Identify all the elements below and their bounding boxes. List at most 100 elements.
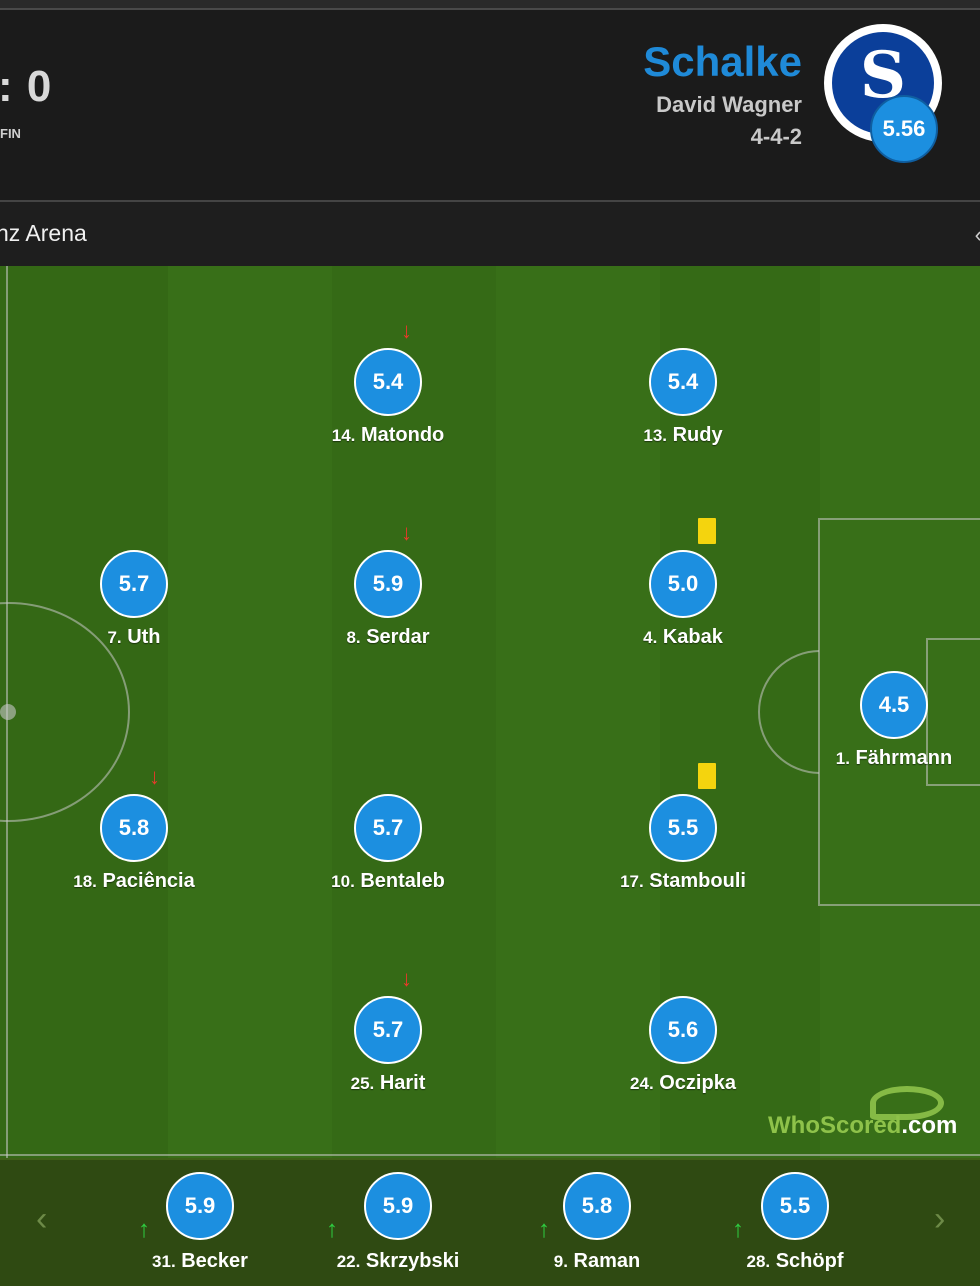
player-name-label: 24. Oczipka — [573, 1072, 793, 1095]
player-card[interactable]: 5.9 8. Serdar — [278, 550, 498, 660]
team-manager: David Wagner — [656, 92, 802, 117]
pitch-stripe — [168, 266, 332, 1158]
player-card[interactable]: 5.7 10. Bentaleb — [278, 794, 498, 904]
penalty-box — [818, 518, 980, 906]
top-border — [0, 0, 980, 10]
player-rating: 5.7 — [100, 550, 168, 618]
substitute-name: Raman — [573, 1250, 641, 1272]
team-formation: 4-4-2 — [750, 124, 802, 149]
next-arrow-icon[interactable]: › — [934, 1200, 946, 1238]
player-rating: 5.6 — [649, 996, 717, 1064]
substitute-rating: 5.9 — [166, 1172, 234, 1240]
player-number: 7. — [107, 628, 122, 647]
player-name-label: 4. Kabak — [573, 626, 793, 649]
player-name: Uth — [127, 626, 161, 648]
whoscored-logo-icon — [870, 1086, 944, 1120]
substitute-name: Becker — [181, 1250, 248, 1272]
match-header: : 0 FIN Schalke David Wagner 4-4-2 — [0, 10, 980, 200]
player-number: 24. — [630, 1074, 654, 1093]
venue-name: nz Arena — [0, 220, 87, 246]
prev-arrow-icon[interactable]: ‹ — [36, 1200, 48, 1238]
sub-on-arrow-icon: ↑ — [538, 1216, 550, 1243]
substitute-number: 22. — [336, 1252, 361, 1271]
substitutes-bench: ‹ › 5.9 31. Becker ↑ 5.9 22. Skrzybski ↑… — [0, 1158, 980, 1286]
substitute-card[interactable]: 5.9 31. Becker — [100, 1172, 300, 1282]
player-name-label: 14. Matondo — [278, 424, 498, 447]
player-rating: 5.8 — [100, 794, 168, 862]
player-rating: 5.4 — [649, 348, 717, 416]
player-rating: 5.5 — [649, 794, 717, 862]
substitute-rating: 5.9 — [364, 1172, 432, 1240]
pitch: 5.4 14. Matondo ↓ 5.4 13. Rudy 5.7 7. Ut… — [0, 266, 980, 1158]
team-rating-badge: 5.56 — [870, 95, 938, 163]
player-number: 25. — [350, 1074, 375, 1093]
player-name-label: 18. Paciência — [24, 870, 244, 893]
player-name-label: 1. Fährmann — [784, 747, 980, 770]
player-number: 13. — [643, 426, 668, 445]
player-card[interactable]: 5.5 17. Stambouli — [573, 794, 793, 904]
substitute-name-label: 28. Schöpf — [695, 1250, 895, 1273]
player-name-label: 17. Stambouli — [573, 870, 793, 893]
player-number: 4. — [643, 628, 658, 647]
player-name: Harit — [379, 1072, 426, 1094]
player-card[interactable]: 5.7 7. Uth — [24, 550, 244, 660]
substitute-name: Schöpf — [775, 1250, 844, 1272]
player-card[interactable]: 5.4 13. Rudy — [573, 348, 793, 458]
player-number: 1. — [835, 749, 850, 768]
player-name-label: 25. Harit — [278, 1072, 498, 1095]
sub-off-arrow-icon: ↓ — [401, 520, 412, 545]
substitute-card[interactable]: 5.9 22. Skrzybski — [298, 1172, 498, 1282]
player-rating: 5.7 — [354, 794, 422, 862]
team-name[interactable]: Schalke — [643, 38, 802, 85]
sub-on-arrow-icon: ↑ — [138, 1216, 150, 1243]
player-number: 10. — [331, 872, 355, 891]
player-number: 17. — [620, 872, 644, 891]
player-name: Stambouli — [649, 870, 746, 892]
player-rating: 5.7 — [354, 996, 422, 1064]
yellow-card-icon — [698, 518, 716, 544]
substitute-name-label: 22. Skrzybski — [298, 1250, 498, 1273]
sub-on-arrow-icon: ↑ — [732, 1216, 744, 1243]
player-name: Paciência — [102, 870, 195, 892]
sub-on-arrow-icon: ↑ — [326, 1216, 338, 1243]
substitute-number: 28. — [746, 1252, 771, 1271]
player-card[interactable]: 5.6 24. Oczipka — [573, 996, 793, 1106]
sub-off-arrow-icon: ↓ — [401, 966, 412, 991]
pitch-stripe — [496, 266, 660, 1158]
substitute-rating: 5.5 — [761, 1172, 829, 1240]
player-card[interactable]: 5.0 4. Kabak — [573, 550, 793, 660]
substitute-card[interactable]: 5.5 28. Schöpf — [695, 1172, 895, 1282]
player-number: 18. — [73, 872, 97, 891]
player-number: 14. — [331, 426, 356, 445]
player-number: 8. — [346, 628, 361, 647]
player-card[interactable]: 4.5 1. Fährmann — [784, 671, 980, 781]
player-name: Serdar — [366, 626, 430, 648]
substitute-number: 31. — [152, 1252, 176, 1271]
player-name: Rudy — [672, 424, 723, 446]
yellow-card-icon — [698, 763, 716, 789]
player-rating: 5.0 — [649, 550, 717, 618]
player-card[interactable]: 5.4 14. Matondo — [278, 348, 498, 458]
match-status: FIN — [0, 126, 21, 141]
player-name-label: 7. Uth — [24, 626, 244, 649]
watermark-text: WhoScored — [768, 1112, 902, 1139]
player-rating: 5.9 — [354, 550, 422, 618]
watermark-suffix: .com — [901, 1112, 958, 1139]
whoscored-watermark: WhoScored.com — [768, 1112, 957, 1140]
substitute-card[interactable]: 5.8 9. Raman — [497, 1172, 697, 1282]
player-name: Kabak — [662, 626, 723, 648]
centre-spot — [0, 704, 16, 720]
substitute-name-label: 31. Becker — [100, 1250, 300, 1273]
player-name-label: 13. Rudy — [573, 424, 793, 447]
venue-chevron-icon[interactable]: ‹ — [975, 222, 980, 248]
sub-off-arrow-icon: ↓ — [401, 318, 412, 343]
venue-bar: nz Arena ‹ — [0, 200, 980, 268]
pitch-bottom-edge — [0, 1154, 980, 1156]
player-name: Oczipka — [659, 1072, 736, 1094]
sub-off-arrow-icon: ↓ — [149, 764, 160, 789]
player-card[interactable]: 5.7 25. Harit — [278, 996, 498, 1106]
player-card[interactable]: 5.8 18. Paciência — [24, 794, 244, 904]
player-name-label: 8. Serdar — [278, 626, 498, 649]
substitute-rating: 5.8 — [563, 1172, 631, 1240]
player-name-label: 10. Bentaleb — [278, 870, 498, 893]
